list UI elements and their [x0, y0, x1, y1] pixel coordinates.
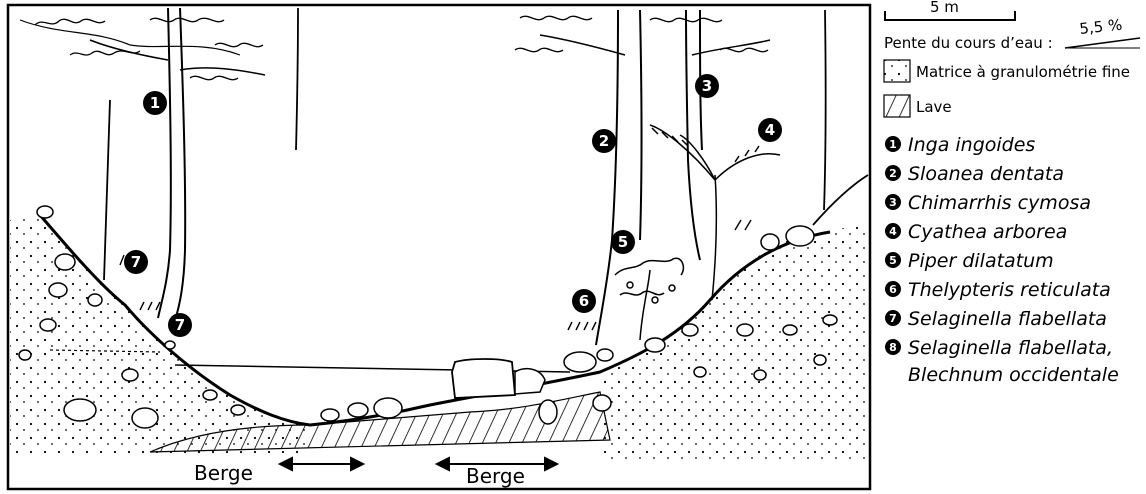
matrix-swatch	[883, 59, 911, 83]
marker-3: 3	[695, 74, 719, 98]
svg-text:Selaginella flabellata: Selaginella flabellata	[908, 308, 1107, 330]
species-item-2: 2 Sloanea dentata	[885, 163, 1064, 185]
stones	[18, 205, 838, 429]
tree-background	[103, 7, 869, 281]
svg-text:Selaginella flabellata,: Selaginella flabellata,	[908, 337, 1113, 359]
tree-chimarrhis	[685, 9, 771, 261]
tree-foliage-left	[34, 17, 264, 81]
marker-7-upper: 7	[124, 250, 148, 274]
svg-text:2: 2	[599, 132, 609, 150]
svg-text:7: 7	[175, 316, 185, 334]
species-item-7: 7 Selaginella flabellata	[885, 308, 1107, 330]
svg-text:Sloanea dentata: Sloanea dentata	[908, 163, 1064, 185]
svg-text:Thelypteris reticulata: Thelypteris reticulata	[908, 279, 1111, 301]
tree-sloanea	[539, 9, 643, 346]
svg-text:1: 1	[889, 138, 897, 151]
svg-text:7: 7	[131, 253, 141, 271]
lava-label: Lave	[916, 98, 952, 116]
svg-text:Piper dilatatum: Piper dilatatum	[908, 250, 1054, 272]
channel-boulder	[451, 358, 516, 399]
species-item-4: 4 Cyathea arborea	[885, 221, 1067, 243]
svg-text:7: 7	[889, 312, 897, 325]
svg-text:Inga ingoides: Inga ingoides	[908, 134, 1035, 156]
species-item-5: 5 Piper dilatatum	[885, 250, 1054, 272]
marker-7-lower: 7	[168, 313, 192, 337]
scale-bar	[884, 11, 1016, 21]
svg-text:6: 6	[889, 283, 897, 296]
left-bank-matrix	[10, 215, 310, 455]
svg-text:5: 5	[889, 254, 897, 267]
svg-text:8: 8	[889, 341, 897, 354]
slope-label: Pente du cours d’eau :	[884, 34, 1053, 52]
slope-value: 5,5 %	[1079, 16, 1124, 38]
svg-text:3: 3	[702, 77, 712, 95]
bank-right-arrow	[434, 456, 560, 472]
bank-left-label: Berge	[194, 461, 253, 485]
svg-text:6: 6	[579, 292, 589, 310]
marker-1: 1	[143, 91, 167, 115]
slope-line	[1064, 37, 1141, 49]
tree-foliage-right	[514, 15, 769, 53]
matrix-label: Matrice à granulométrie fine	[916, 63, 1130, 81]
channel-boulder-small	[514, 367, 546, 395]
species-item-1: 1 Inga ingoides	[885, 134, 1035, 156]
shrub-piper	[614, 257, 685, 341]
ground-plants	[119, 219, 752, 331]
marker-5: 5	[611, 230, 635, 254]
fern-cyathea	[649, 124, 781, 301]
bank-left-arrow	[277, 456, 366, 472]
svg-text:Chimarrhis cymosa: Chimarrhis cymosa	[908, 192, 1091, 214]
bank-right-label: Berge	[466, 464, 525, 488]
svg-text:5: 5	[618, 233, 628, 251]
species-item-6: 6 Thelypteris reticulata	[885, 279, 1111, 301]
species-item-8: 8 Selaginella flabellata, Blechnum occid…	[885, 337, 1119, 386]
lava-swatch	[883, 94, 911, 118]
marker-6: 6	[572, 289, 596, 313]
svg-text:1: 1	[150, 94, 160, 112]
svg-text:Cyathea arborea: Cyathea arborea	[908, 221, 1067, 243]
svg-text:4: 4	[765, 121, 775, 139]
tree-inga	[19, 7, 266, 321]
svg-text:3: 3	[889, 196, 897, 209]
left-bank-layer-line	[49, 349, 161, 353]
marker-2: 2	[592, 129, 616, 153]
right-bank-matrix	[600, 225, 868, 460]
marker-4: 4	[758, 118, 782, 142]
scale-label: 5 m	[930, 0, 959, 16]
svg-text:2: 2	[889, 167, 897, 180]
svg-text:4: 4	[889, 225, 897, 238]
svg-text:Blechnum occidentale: Blechnum occidentale	[908, 364, 1119, 386]
diagram-frame	[6, 3, 872, 491]
species-item-3: 3 Chimarrhis cymosa	[885, 192, 1091, 214]
